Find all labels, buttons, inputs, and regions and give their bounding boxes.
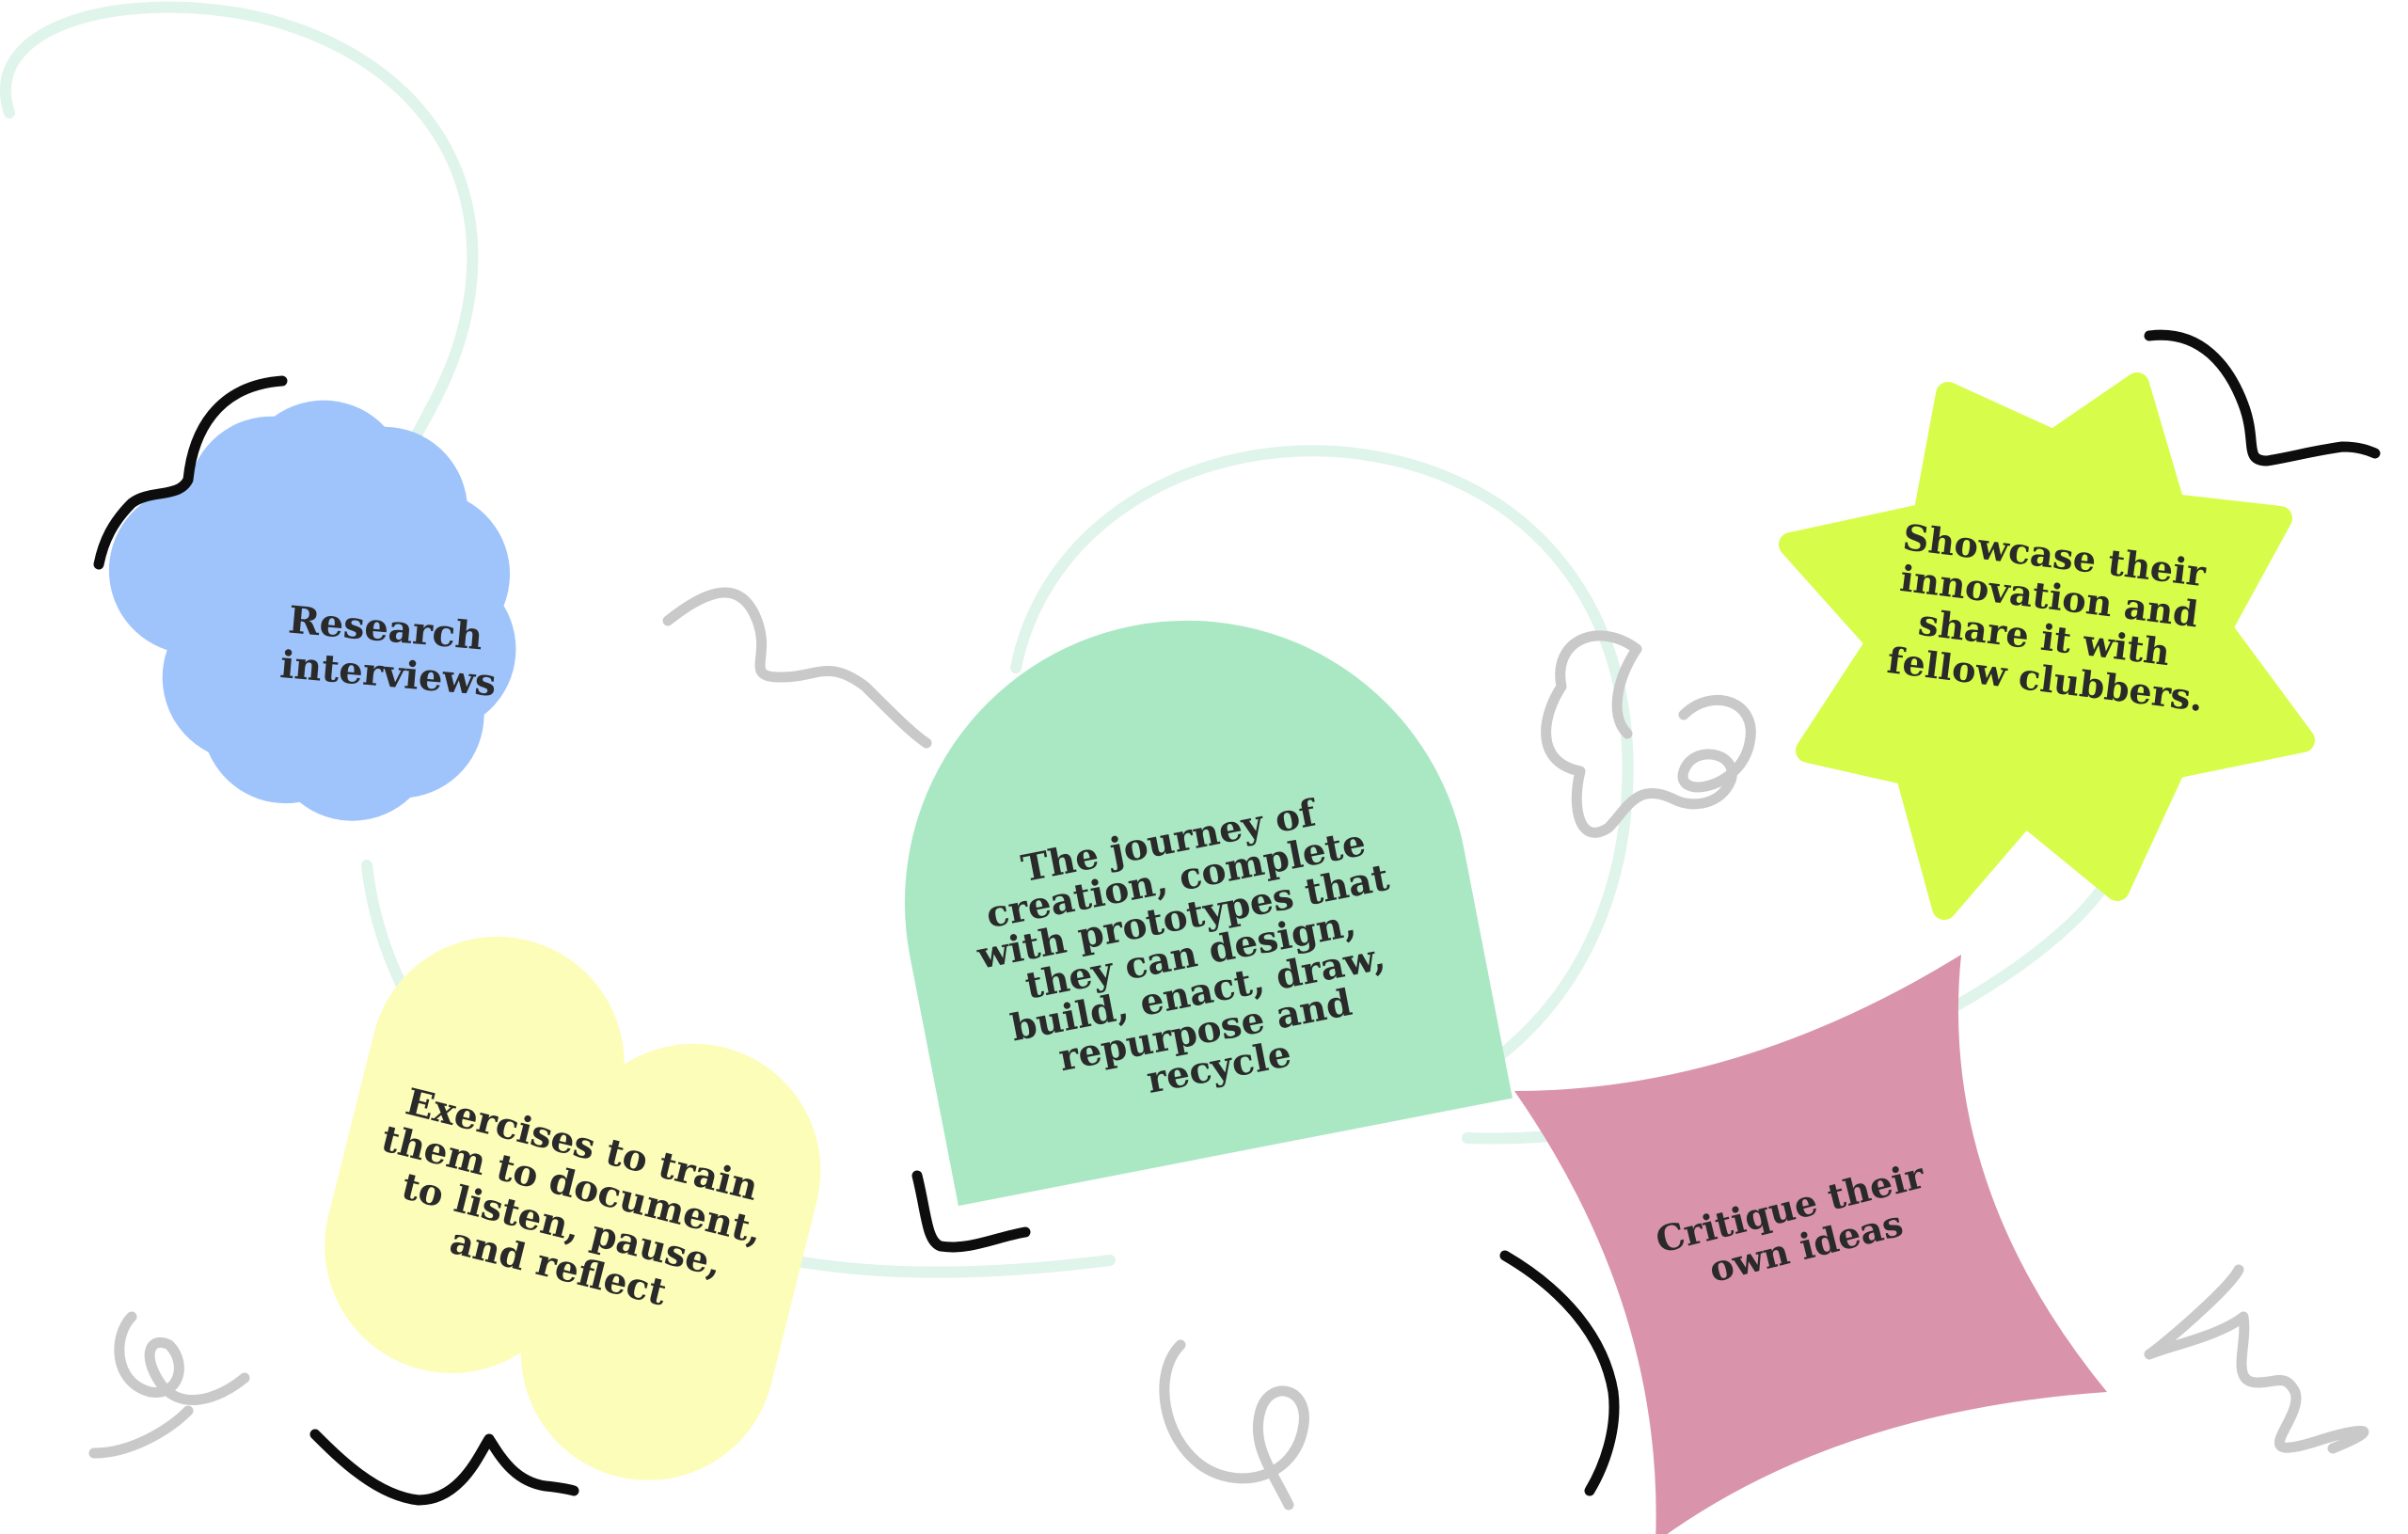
node-showcase: Showcase their innovation and share it w… [1779, 372, 2315, 920]
node-research: Research interviews [108, 400, 516, 821]
star-shape [1779, 372, 2315, 920]
sparkle-shape [1514, 955, 2107, 1534]
black-squiggle-research [93, 375, 288, 570]
node-critique: Critique their own ideas [1514, 955, 2107, 1534]
connector-top-loop [0, 1, 479, 532]
black-corner-journey [911, 1170, 1031, 1253]
node-exercises: Exercises to train them to document, to … [325, 936, 821, 1480]
black-squiggle-showcase [2144, 329, 2381, 467]
black-scribbles [93, 329, 2381, 1506]
grey-zigzag-bottom-right [2144, 1264, 2369, 1454]
pill-shape-right [520, 1043, 821, 1480]
grey-loop-bottom-left [88, 1311, 250, 1459]
node-journey: The journey of creation, complete with p… [904, 620, 1513, 1207]
grey-squiggle-center-left [662, 587, 932, 749]
flower-shape [108, 400, 516, 821]
black-arc-critique [1499, 1250, 1620, 1496]
black-wave-exercises [309, 1429, 579, 1506]
arch-shape [904, 620, 1513, 1207]
grey-loop-bottom-center [1159, 1339, 1309, 1510]
grey-scribbles [88, 587, 2369, 1510]
grey-swirl-center-right [1541, 630, 1756, 838]
research-label: Research interviews [278, 597, 502, 705]
